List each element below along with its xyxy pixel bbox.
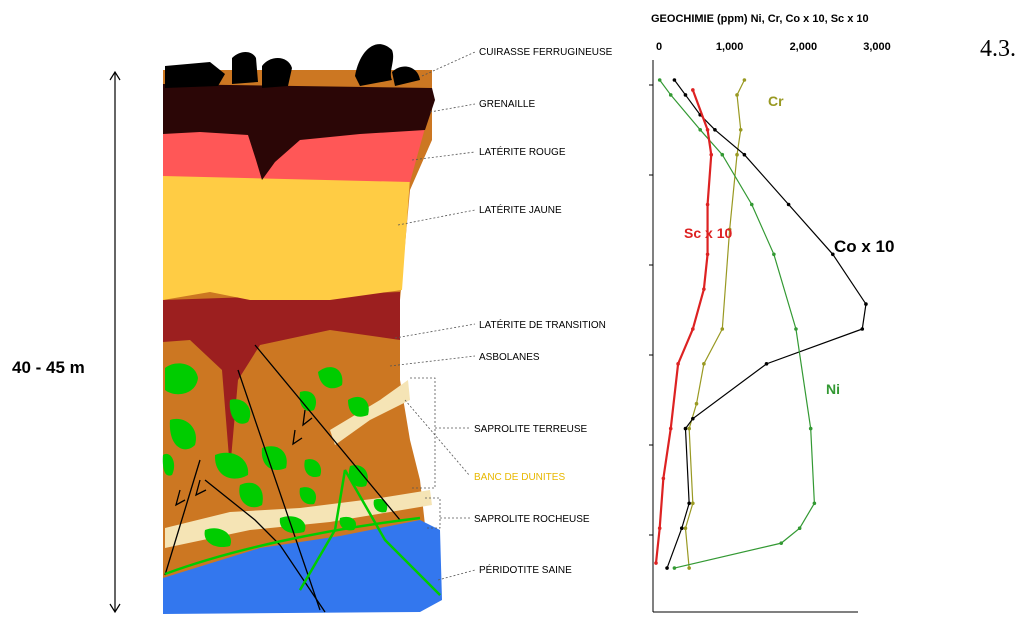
data-point [673,78,677,82]
data-point [695,402,699,406]
data-point [673,566,677,570]
y-ticks [649,85,653,617]
data-point [713,128,717,132]
label-saprolite-terreuse: SAPROLITE TERREUSE [474,424,588,435]
profile-column [163,44,442,614]
series-line [667,80,866,568]
data-point [721,327,725,331]
data-point [669,93,673,97]
data-point [662,477,666,481]
series-label-ni: Ni [826,381,840,397]
depth-label: 40 - 45 m [12,358,85,377]
label-laterite-jaune: LATÉRITE JAUNE [479,203,562,216]
series-label-sc: Sc x 10 [684,225,732,241]
data-point [691,88,695,92]
depth-scale: 40 - 45 m [12,72,120,612]
data-point [794,327,798,331]
label-laterite-rouge: LATÉRITE ROUGE [479,145,566,158]
data-point [706,128,710,132]
data-point [691,502,695,506]
data-point [735,93,739,97]
data-point [809,427,813,431]
layer-labels: CUIRASSE FERRUGINEUSE GRENAILLE LATÉRITE… [474,47,613,576]
data-point [706,203,710,207]
data-point [658,78,662,82]
geochemistry-chart: GEOCHIMIE (ppm) Ni, Cr, Co x 10, Sc x 10… [649,13,894,617]
data-point [813,502,817,506]
x-tick-label: 3,000 [863,41,891,53]
series-lines [654,78,868,570]
label-grenaille: GRENAILLE [479,99,535,110]
figure-number: 4.3. [980,36,1016,62]
data-point [698,128,702,132]
data-point [684,526,688,530]
data-point [721,153,725,157]
label-saprolite-rocheuse: SAPROLITE ROCHEUSE [474,514,590,525]
data-point [684,427,688,431]
data-point [669,427,673,431]
x-tick-label: 0 [656,41,662,53]
data-point [702,362,706,366]
label-transition: LATÉRITE DE TRANSITION [479,318,606,331]
data-point [676,362,680,366]
layer-laterite-jaune [163,170,410,300]
data-point [691,327,695,331]
data-point [735,153,739,157]
data-point [680,526,684,530]
series-line [656,90,711,563]
data-point [702,287,706,291]
data-point [665,566,669,570]
data-point [743,153,747,157]
x-tick-label: 2,000 [790,41,818,53]
data-point [765,362,769,366]
data-point [860,327,864,331]
data-point [709,153,713,157]
label-banc-dunites: BANC DE DUNITES [474,472,565,483]
series-label-co: Co x 10 [834,237,894,256]
data-point [684,93,688,97]
data-point [772,253,776,257]
data-point [787,203,791,207]
data-point [687,566,691,570]
data-point [750,203,754,207]
label-peridotite: PÉRIDOTITE SAINE [479,563,572,576]
data-point [743,78,747,82]
data-point [779,541,783,545]
label-asbolanes: ASBOLANES [479,352,540,363]
data-point [654,561,658,565]
data-point [706,253,710,257]
data-point [739,128,743,132]
label-cuirasse: CUIRASSE FERRUGINEUSE [479,47,613,58]
data-point [687,427,691,431]
x-tick-labels: 0 1,000 2,000 3,000 [656,41,891,53]
x-tick-label: 1,000 [716,41,744,53]
data-point [687,502,691,506]
data-point [798,526,802,530]
data-point [864,302,868,306]
data-point [691,417,695,421]
chart-title: GEOCHIMIE (ppm) Ni, Cr, Co x 10, Sc x 10 [651,13,869,25]
series-label-cr: Cr [768,93,784,109]
data-point [658,526,662,530]
